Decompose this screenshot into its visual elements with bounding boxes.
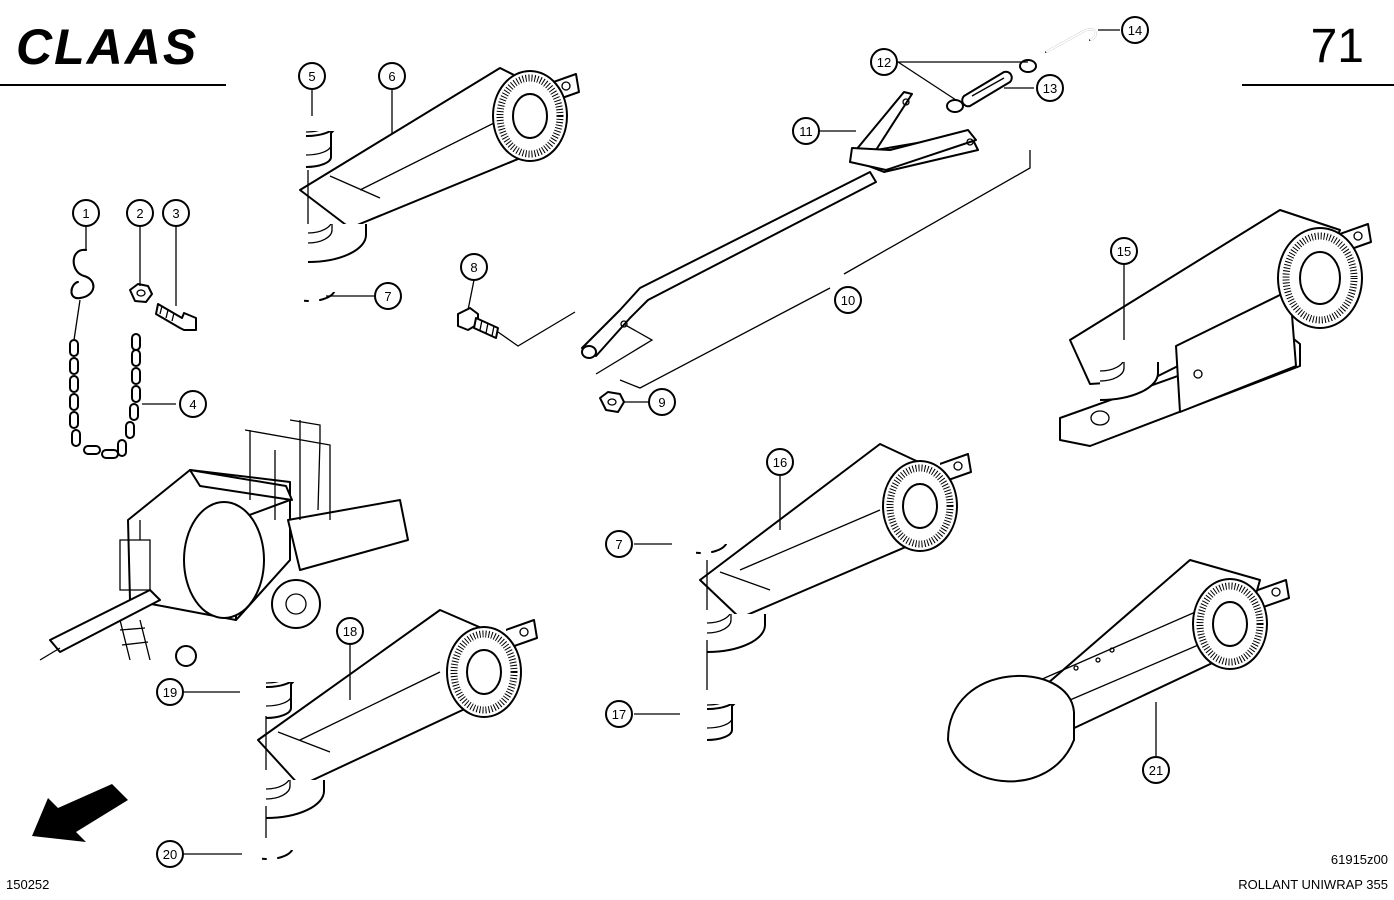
- part-snap-ring-7: [285, 277, 335, 301]
- part-link-13: [961, 70, 1013, 108]
- drawing-code: 61915z00: [1331, 852, 1388, 867]
- part-pin-14: [1045, 28, 1097, 53]
- part-bushing-5: [277, 114, 335, 167]
- footer: 150252 61915z00 ROLLANT UNIWRAP 355: [6, 852, 1388, 892]
- svg-text:8: 8: [470, 260, 477, 275]
- header: CLAAS 71: [0, 19, 1394, 86]
- part-bushing-19: [237, 665, 295, 718]
- svg-text:1: 1: [82, 206, 89, 221]
- leader-lines: [73, 29, 1157, 855]
- callout-7: 7: [374, 282, 402, 310]
- callout-9: 9: [648, 388, 676, 416]
- callout-14: 14: [1121, 16, 1149, 44]
- callout-3: 3: [162, 199, 190, 227]
- part-snap-ring-7b: [677, 529, 727, 553]
- part-bolt: [155, 303, 197, 331]
- svg-text:19: 19: [163, 685, 177, 700]
- part-hex-nut-9: [599, 391, 625, 413]
- callout-5: 5: [298, 62, 326, 90]
- svg-text:20: 20: [163, 847, 177, 862]
- svg-text:17: 17: [612, 707, 626, 722]
- part-swing-arm-16: [649, 420, 973, 652]
- baler-thumbnail-icon: [39, 419, 409, 667]
- svg-text:15: 15: [1117, 244, 1131, 259]
- sheet-code: 150252: [6, 877, 49, 892]
- svg-text:2: 2: [136, 206, 143, 221]
- callout-4: 4: [179, 390, 207, 418]
- svg-text:18: 18: [343, 624, 357, 639]
- callout-18: 18: [336, 617, 364, 645]
- svg-text:11: 11: [799, 124, 813, 139]
- svg-text:14: 14: [1128, 23, 1142, 38]
- part-bushing-17: [678, 687, 736, 740]
- callout-11: 11: [792, 117, 820, 145]
- part-swing-arm-18: [208, 586, 539, 818]
- svg-text:7: 7: [384, 289, 391, 304]
- part-s-hook: [70, 248, 95, 300]
- callout-17: 17: [605, 700, 633, 728]
- part-hex-nut: [129, 283, 153, 303]
- svg-text:16: 16: [773, 455, 787, 470]
- svg-text:7: 7: [615, 537, 622, 552]
- callout-19: 19: [156, 678, 184, 706]
- svg-text:6: 6: [388, 69, 395, 84]
- svg-text:4: 4: [189, 397, 196, 412]
- leader-10: [619, 150, 1031, 389]
- callout-12: 12: [870, 48, 898, 76]
- callout-13: 13: [1036, 74, 1064, 102]
- callout-6: 6: [378, 62, 406, 90]
- part-bracket-11: [849, 91, 979, 173]
- callout-1: 1: [72, 199, 100, 227]
- svg-text:13: 13: [1043, 81, 1057, 96]
- page-number: 71: [1311, 20, 1364, 73]
- callout-2: 2: [126, 199, 154, 227]
- svg-text:3: 3: [172, 206, 179, 221]
- brand-logo: CLAAS: [16, 19, 198, 75]
- svg-text:10: 10: [841, 293, 855, 308]
- callout-15: 15: [1110, 237, 1138, 265]
- callout-8: 8: [460, 253, 488, 281]
- part-rod-10: [581, 171, 877, 359]
- part-swing-arm-6: [250, 40, 581, 262]
- part-swing-arm-15: [1042, 190, 1373, 447]
- svg-text:12: 12: [877, 55, 891, 70]
- leader-8-9: [497, 311, 654, 375]
- svg-text:21: 21: [1149, 763, 1163, 778]
- arrow-down-left-icon: [32, 784, 128, 842]
- svg-text:5: 5: [308, 69, 315, 84]
- part-swing-arm-21: [947, 546, 1291, 783]
- callout-21: 21: [1142, 756, 1170, 784]
- part-snap-ring-20: [243, 835, 293, 859]
- part-bolt-8: [457, 307, 499, 339]
- model-name: ROLLANT UNIWRAP 355: [1238, 877, 1388, 892]
- callout-7b: 7: [605, 530, 633, 558]
- callout-16: 16: [766, 448, 794, 476]
- svg-text:9: 9: [658, 395, 665, 410]
- callout-20: 20: [156, 840, 184, 868]
- part-chain: [69, 333, 141, 459]
- callout-10: 10: [834, 286, 862, 314]
